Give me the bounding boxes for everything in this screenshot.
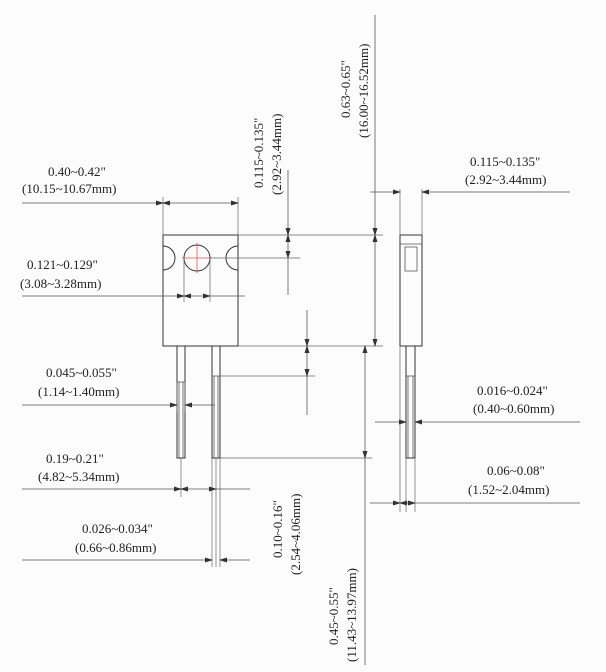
front-view [162, 234, 239, 567]
label-lead-width-in: 0.045~0.055" [46, 365, 117, 380]
label-lead-thick-mm: (0.66~0.86mm) [75, 540, 156, 555]
label-width-in: 0.40~0.42" [48, 164, 106, 179]
dimension-lines [22, 15, 580, 665]
front-body [162, 234, 239, 347]
side-lead [405, 345, 416, 459]
label-hole-in: 0.121~0.129" [27, 257, 98, 272]
label-body-thick-in: 0.115~0.135" [470, 154, 540, 169]
dimension-labels: 0.40~0.42" (10.15~10.67mm) 0.121~0.129" … [20, 44, 554, 662]
label-hole-mm: (3.08~3.28mm) [20, 276, 101, 291]
label-pitch-in: 0.19~0.21" [46, 451, 104, 466]
label-lead-width-mm: (1.14~1.40mm) [38, 384, 119, 399]
label-total-height-mm: (16.00~16.52mm) [356, 44, 371, 138]
left-lead [176, 345, 186, 459]
label-hole-pos-in: 0.115~0.135" [251, 118, 266, 188]
label-lead-thick-in: 0.026~0.034" [82, 521, 153, 536]
label-tab-mm: (1.52~2.04mm) [468, 482, 549, 497]
label-hole-pos-mm: (2.92~3.44mm) [269, 114, 284, 195]
label-side-lead-in: 0.016~0.024" [477, 383, 548, 398]
label-lead-length-in: 0.45~0.55" [326, 587, 341, 645]
label-body-thick-mm: (2.92~3.44mm) [465, 172, 546, 187]
side-view [399, 189, 423, 512]
side-tab-window [404, 246, 418, 272]
label-side-lead-mm: (0.40~0.60mm) [473, 401, 554, 416]
label-tab-in: 0.06~0.08" [487, 463, 545, 478]
side-body [399, 234, 423, 347]
label-shoulder-in: 0.10~0.16" [270, 500, 285, 558]
label-pitch-mm: (4.82~5.34mm) [38, 469, 119, 484]
left-notch [162, 245, 176, 271]
right-lead [211, 345, 221, 459]
label-total-height-in: 0.63~0.65" [338, 60, 353, 118]
label-lead-length-mm: (11.43~13.97mm) [344, 568, 359, 662]
label-shoulder-mm: (2.54~4.06mm) [288, 494, 303, 575]
label-width-mm: (10.15~10.67mm) [22, 181, 116, 196]
